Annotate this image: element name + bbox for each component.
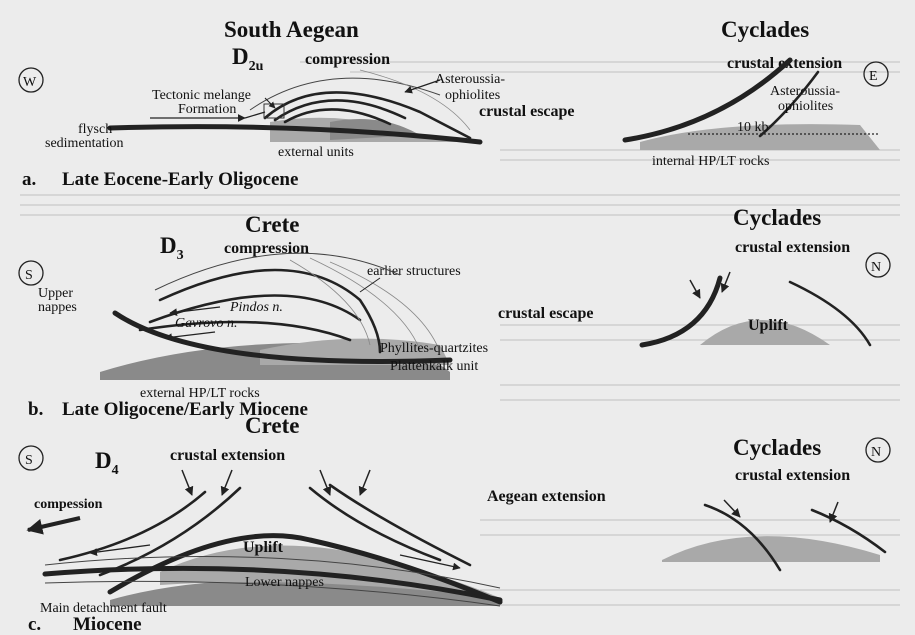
asteroussia-left-label-1: Asteroussia- [435,72,505,87]
panel-c: S N Crete Cyclades D4 crustal extension … [19,413,890,635]
tectonic-melange-label-1: Tectonic melange [152,88,251,103]
uplift-b-label: Uplift [748,317,789,334]
pindos-label: Pindos n. [229,300,283,315]
panel-c-crustal-extension-right: crustal extension [735,467,850,484]
earlier-structures-label: earlier structures [367,264,461,279]
external-units-label: external units [278,145,354,160]
asteroussia-right-label-2: ophiolites [778,99,833,114]
panel-b-compression-label: compression [224,240,309,257]
panel-a-compression-label: compression [305,51,390,68]
panel-a-caption: Late Eocene-Early Oligocene [62,169,298,190]
crustal-escape-b-label: crustal escape [498,305,594,322]
pressure-label: 10 kb [737,120,769,135]
panel-a: W E South Aegean Cyclades D2u compressio… [19,17,888,190]
crustal-escape-a-label: crustal escape [479,103,575,120]
direction-e-label: E [869,69,878,84]
gavrovo-arrow [165,332,215,338]
panel-b-title-right: Cyclades [733,205,821,230]
panel-b-caption-letter: b. [28,399,43,420]
upper-nappes-label-2: nappes [38,300,77,315]
direction-n-label-b: N [871,260,881,275]
panel-c-caption: Miocene [73,614,142,635]
flysch-label-2: sedimentation [45,136,124,151]
direction-s-label-c: S [25,453,33,468]
panel-a-title-right: Cyclades [721,17,809,42]
internal-rocks-label: internal HP/LT rocks [652,154,769,169]
asteroussia-left-label-2: ophiolites [445,88,500,103]
thrust-sheet-faint-1 [250,78,440,110]
panel-a-title-left: South Aegean [224,17,359,42]
panel-a-caption-letter: a. [22,169,36,190]
earlier-structure-1 [155,253,400,290]
flysch-label-1: flysch [78,122,112,137]
phyllites-label: Phyllites-quartzites [380,341,488,356]
earlier-structures-pointer [360,278,380,292]
panel-c-title-left: Crete [245,413,299,438]
gavrovo-label: Gavrovo n. [175,316,237,331]
upper-nappes-label-1: Upper [38,286,73,301]
plattenkalk-label: Plattenkalk unit [390,359,478,374]
aegean-extension-label: Aegean extension [487,488,606,505]
direction-w-label: W [23,75,37,90]
direction-s-label-b: S [25,268,33,283]
panel-b: S N Crete Cyclades D3 compression crusta… [19,205,890,420]
compession-arrow [28,518,80,530]
panel-c-title-right: Cyclades [733,435,821,460]
panel-c-deformation: D4 [95,448,119,478]
lower-nappes-label: Lower nappes [245,575,324,590]
extension-arrow-c-1 [182,470,192,495]
panel-c-crustal-extension-label: crustal extension [170,447,285,464]
extension-arrow-b-1 [690,280,700,298]
tectonic-melange-label-2: Formation [178,102,236,117]
direction-n-label-c: N [871,445,881,460]
extension-arrow-b-2 [722,272,730,292]
asteroussia-right-label-1: Asteroussia- [770,84,840,99]
flysch-arrow-link [245,112,265,118]
panel-c-caption-letter: c. [28,614,41,635]
panel-b-title-left: Crete [245,212,299,237]
panel-b-deformation: D3 [160,233,184,263]
extension-arrow-c-2 [222,470,232,495]
extension-arrow-c-4 [360,470,370,495]
cyclades-fault-b-left [642,278,720,345]
panel-b-crustal-extension-label: crustal extension [735,239,850,256]
uplift-c-label: Uplift [243,539,284,556]
panel-a-deformation: D2u [232,44,264,74]
extension-arrow-c-3 [320,470,330,495]
compession-label: compession [34,497,103,512]
melange-pointer [265,98,275,108]
